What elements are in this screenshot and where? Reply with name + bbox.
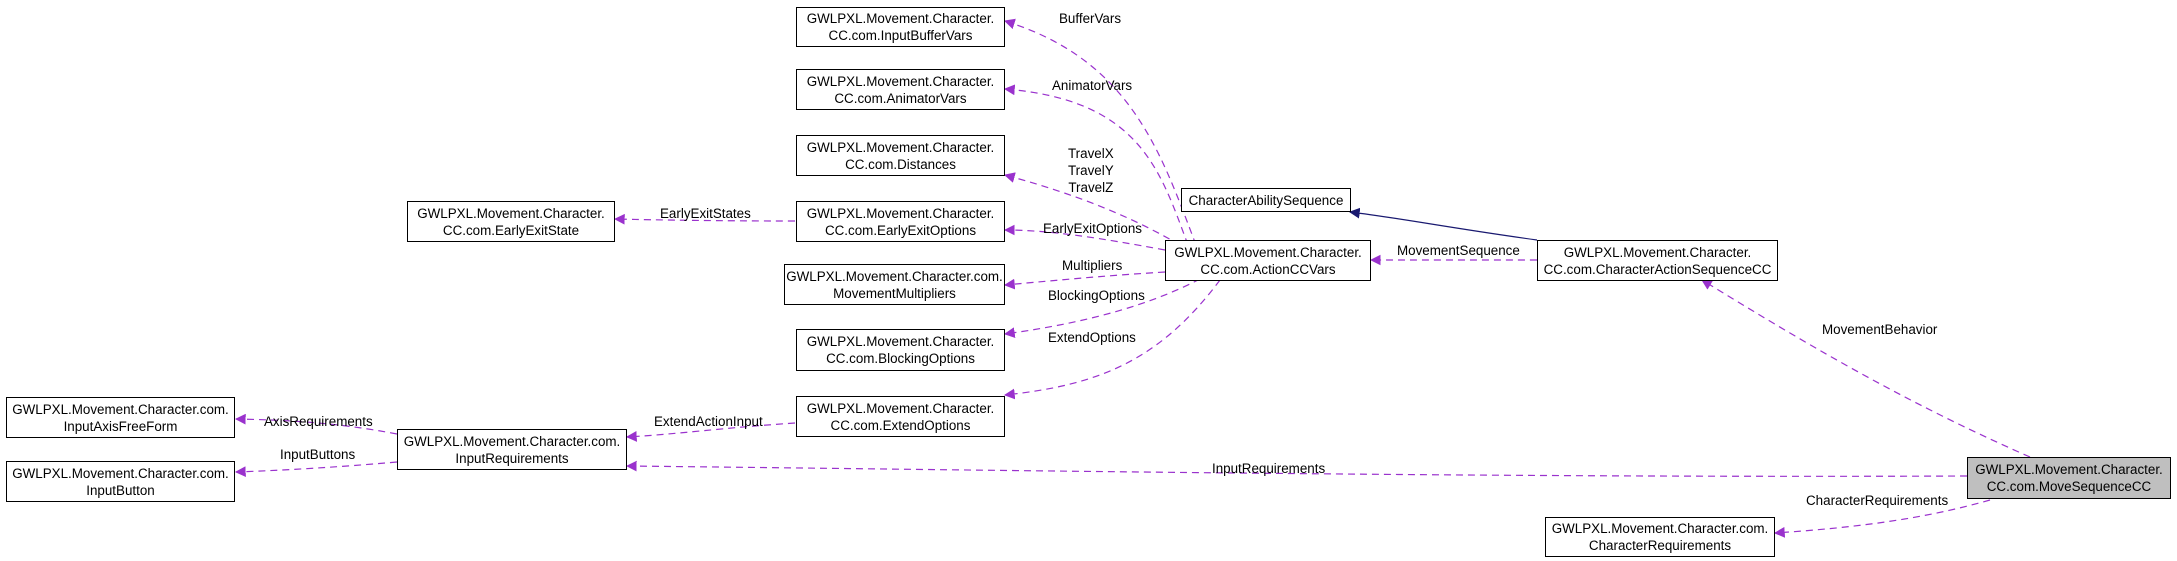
edge-label-line: EarlyExitStates — [660, 206, 751, 221]
edge-label-animator-vars: AnimatorVars — [1052, 77, 1132, 94]
node-input-requirements[interactable]: GWLPXL.Movement.Character.com. InputRequ… — [397, 429, 627, 470]
node-text-line: GWLPXL.Movement.Character. — [1563, 244, 1752, 260]
node-animator-vars[interactable]: GWLPXL.Movement.Character. CC.com.Animat… — [796, 69, 1005, 110]
node-input-button[interactable]: GWLPXL.Movement.Character.com. InputButt… — [6, 461, 235, 502]
edge-label-line: CharacterRequirements — [1806, 493, 1949, 508]
node-move-sequence-cc[interactable]: GWLPXL.Movement.Character. CC.com.MoveSe… — [1967, 457, 2171, 499]
edge-label-movement-sequence: MovementSequence — [1397, 242, 1520, 259]
edge-label-travel: TravelX TravelY TravelZ — [1068, 145, 1114, 196]
edge-label-line: BlockingOptions — [1048, 288, 1145, 303]
edge-label-line: AnimatorVars — [1052, 78, 1133, 93]
node-text-line: GWLPXL.Movement.Character. — [417, 205, 605, 221]
edge-label-line: MovementBehavior — [1822, 322, 1938, 337]
edge-label-line: EarlyExitOptions — [1043, 221, 1142, 236]
edge-travel — [1003, 172, 1181, 246]
node-action-cc-vars[interactable]: GWLPXL.Movement.Character. CC.com.Action… — [1165, 240, 1371, 281]
edge-extend-options — [1003, 279, 1221, 400]
node-input-axis-free-form[interactable]: GWLPXL.Movement.Character.com. InputAxis… — [6, 397, 235, 438]
edge-label-line: ExtendOptions — [1048, 330, 1136, 345]
node-character-ability-sequence[interactable]: CharacterAbilitySequence — [1181, 188, 1351, 212]
node-early-exit-state[interactable]: GWLPXL.Movement.Character. CC.com.EarlyE… — [407, 201, 615, 242]
node-text-line: GWLPXL.Movement.Character.com. — [403, 433, 621, 449]
edge-label-axis-requirements: AxisRequirements — [264, 413, 373, 430]
edge-label-line: MovementSequence — [1397, 243, 1520, 258]
node-text-line: CC.com.CharacterActionSequenceCC — [1543, 261, 1772, 277]
edge-label-blocking-options: BlockingOptions — [1048, 287, 1145, 304]
node-text-line: MovementMultipliers — [833, 285, 956, 301]
edge-label-line: BufferVars — [1059, 11, 1122, 26]
node-character-action-sequence-cc[interactable]: GWLPXL.Movement.Character. CC.com.Charac… — [1537, 240, 1778, 281]
node-text-line: GWLPXL.Movement.Character. — [806, 139, 995, 155]
node-text-line: GWLPXL.Movement.Character.com. — [1551, 521, 1769, 536]
edge-label-line: InputButtons — [280, 447, 356, 462]
edge-label-buffer-vars: BufferVars — [1059, 10, 1121, 27]
node-text-line: CC.com.InputBufferVars — [828, 28, 973, 43]
edge-label-line: Multipliers — [1062, 258, 1123, 273]
node-text-line: CC.com.EarlyExitOptions — [824, 222, 977, 238]
edge-label-line: TravelY — [1068, 163, 1114, 178]
edge-early-exit-states — [613, 213, 796, 225]
node-text-line: GWLPXL.Movement.Character. — [806, 400, 995, 416]
edge-inherits-character-ability-sequence — [1348, 207, 1538, 241]
node-text-line: CC.com.EarlyExitState — [442, 222, 580, 238]
edge-label-line: TravelX — [1068, 146, 1114, 161]
node-text-line: InputButton — [86, 482, 155, 498]
node-text-line: CC.com.MoveSequenceCC — [1986, 479, 2152, 494]
node-text-line: GWLPXL.Movement.Character. — [1975, 462, 2163, 477]
edge-label-input-requirements: InputRequirements — [1212, 460, 1325, 477]
node-text-line: GWLPXL.Movement.Character.com. — [12, 401, 229, 417]
edge-early-exit-options — [1003, 224, 1166, 251]
node-text-line: GWLPXL.Movement.Character.com. — [786, 268, 1003, 284]
node-text-line: CC.com.ExtendOptions — [830, 417, 971, 433]
node-text-line: GWLPXL.Movement.Character. — [806, 205, 995, 221]
node-text-line: CC.com.BlockingOptions — [826, 351, 975, 366]
node-text-line: CharacterRequirements — [1588, 538, 1732, 553]
edge-movement-behavior — [1701, 279, 2031, 458]
node-text-line: InputRequirements — [455, 450, 569, 466]
edge-label-extend-options: ExtendOptions — [1048, 329, 1136, 346]
node-movement-multipliers[interactable]: GWLPXL.Movement.Character.com. MovementM… — [784, 264, 1005, 305]
node-text-line: CC.com.AnimatorVars — [834, 90, 967, 106]
node-text-line: CharacterAbilitySequence — [1188, 192, 1344, 208]
edge-blocking-options — [1003, 278, 1201, 339]
node-text-line: GWLPXL.Movement.Character.com. — [12, 465, 229, 481]
node-early-exit-options[interactable]: GWLPXL.Movement.Character. CC.com.EarlyE… — [796, 201, 1005, 242]
edge-label-line: InputRequirements — [1212, 461, 1326, 476]
edge-label-character-requirements: CharacterRequirements — [1806, 492, 1948, 509]
node-text-line: GWLPXL.Movement.Character. — [1174, 244, 1362, 260]
node-text-line: CC.com.Distances — [845, 156, 956, 172]
edge-label-line: ExtendActionInput — [654, 414, 763, 429]
node-text-line: GWLPXL.Movement.Character. — [806, 73, 995, 89]
node-extend-options[interactable]: GWLPXL.Movement.Character. CC.com.Extend… — [796, 396, 1005, 437]
node-text-line: CC.com.ActionCCVars — [1200, 261, 1336, 277]
edge-label-extend-action-input: ExtendActionInput — [654, 413, 763, 430]
edge-animator-vars — [1003, 84, 1189, 246]
edge-label-early-exit-states: EarlyExitStates — [660, 205, 751, 222]
edge-label-early-exit-options: EarlyExitOptions — [1043, 220, 1142, 237]
node-blocking-options[interactable]: GWLPXL.Movement.Character. CC.com.Blocki… — [796, 329, 1005, 371]
edge-label-input-buttons: InputButtons — [280, 446, 355, 463]
node-text-line: GWLPXL.Movement.Character. — [806, 334, 995, 349]
edge-character-requirements — [1773, 499, 1991, 538]
edge-label-multipliers: Multipliers — [1062, 257, 1122, 274]
node-distances[interactable]: GWLPXL.Movement.Character. CC.com.Distan… — [796, 135, 1005, 176]
edge-buffer-vars — [1003, 18, 1197, 246]
edge-input-requirements — [625, 460, 1968, 477]
edge-label-line: AxisRequirements — [264, 414, 373, 429]
node-input-buffer-vars[interactable]: GWLPXL.Movement.Character. CC.com.InputB… — [796, 7, 1005, 47]
edge-label-movement-behavior: MovementBehavior — [1822, 321, 1937, 338]
node-text-line: GWLPXL.Movement.Character. — [806, 11, 995, 26]
node-character-requirements[interactable]: GWLPXL.Movement.Character.com. Character… — [1545, 517, 1775, 557]
edge-input-buttons — [234, 461, 398, 478]
edge-label-line: TravelZ — [1068, 180, 1114, 195]
node-text-line: InputAxisFreeForm — [63, 418, 178, 434]
edge-extend-action-input — [625, 422, 796, 442]
